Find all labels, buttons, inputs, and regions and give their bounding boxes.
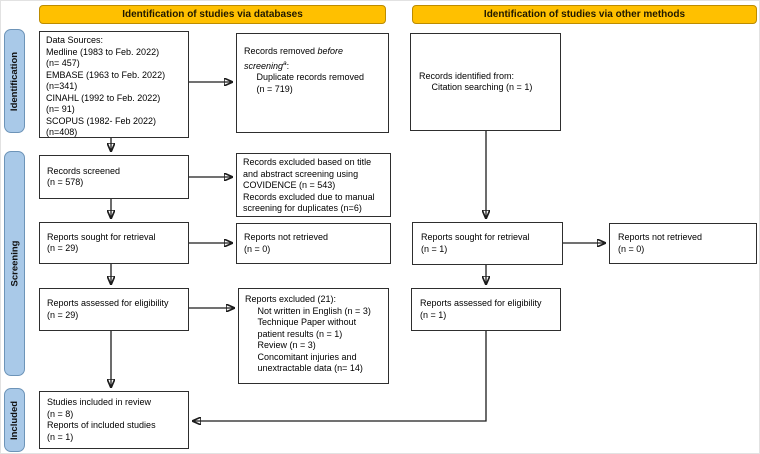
box-text-line: COVIDENCE (n = 543) (243, 180, 336, 190)
box-data-sources: Data Sources:Medline (1983 to Feb. 2022)… (39, 31, 189, 138)
header-other-methods: Identification of studies via other meth… (412, 5, 757, 24)
box-text-line: EMBASE (1963 to Feb. 2022) (46, 69, 166, 80)
box-text-line: (n= 91) (46, 104, 75, 114)
box-reports-excluded: Reports excluded (21): Not written in En… (238, 288, 389, 384)
sidebar-stage-identification-label: Identification (9, 51, 20, 111)
box-text-line: Data Sources: (46, 35, 104, 45)
box-text-line: Reports sought for retrieval (47, 231, 156, 242)
box-reports-assessed-databases: Reports assessed for eligibility(n = 29) (39, 288, 189, 331)
footnote-marker: a (283, 59, 287, 67)
box-records-identified-citation: Records identified from: Citation search… (410, 33, 561, 131)
box-text-line: patient results (n = 1) (245, 328, 343, 339)
box-text-line: and abstract screening using (243, 168, 359, 179)
box-text-line: (n = 29) (47, 309, 79, 320)
sidebar-stage-screening: Screening (4, 151, 25, 376)
box-text-line: Duplicate records removed (244, 72, 365, 82)
box-records-screened: Records screened(n = 578) (39, 155, 189, 199)
box-text-line: (n = 578) (47, 177, 84, 187)
box-text-line: (n = 8) (47, 408, 74, 419)
records-removed-details: Duplicate records removed (n = 719) (244, 72, 382, 95)
box-text-line: Reports excluded (21): (245, 294, 337, 304)
box-text-line: Reports assessed for eligibility (420, 298, 542, 308)
sidebar-stage-included-label: Included (9, 400, 20, 440)
records-removed-title: Records removed before screeninga: (244, 46, 346, 71)
box-reports-not-retrieved-databases: Reports not retrieved(n = 0) (236, 223, 391, 264)
box-text-line: (n = 0) (618, 243, 645, 254)
box-text-line: Records identified from: (419, 70, 515, 81)
box-text-line: Reports of included studies (47, 420, 156, 430)
box-text-line: Not written in English (n = 3) (245, 305, 371, 316)
box-studies-included: Studies included in review(n = 8)Reports… (39, 391, 189, 449)
box-text-line: SCOPUS (1982- Feb 2022) (46, 115, 157, 126)
box-text-line: Review (n = 3) (245, 340, 316, 350)
box-text-line: (n = 1) (47, 431, 74, 442)
box-text-line: unextractable data (n= 14) (245, 363, 363, 373)
box-text-line: Records excluded based on title (243, 157, 372, 167)
box-text-line: (n= 457) (46, 58, 80, 68)
box-records-removed: Records removed before screeninga: Dupli… (236, 33, 389, 133)
box-reports-assessed-other: Reports assessed for eligibility(n = 1) (411, 288, 561, 331)
box-reports-not-retrieved-other: Reports not retrieved(n = 0) (609, 223, 757, 264)
box-text-line: Records screened (47, 165, 121, 176)
box-text-line: (n = 719) (244, 83, 293, 94)
box-text-line: (n=408) (46, 127, 78, 137)
sidebar-stage-screening-label: Screening (9, 240, 20, 287)
box-text-line: (n = 1) (420, 309, 447, 320)
box-text-line: Records excluded due to manual (243, 191, 375, 202)
box-text-line: Studies included in review (47, 397, 152, 407)
box-text-line: Reports sought for retrieval (421, 232, 530, 242)
box-text-line: (n = 1) (421, 243, 448, 254)
box-text-line: Medline (1983 to Feb. 2022) (46, 46, 160, 57)
header-other-methods-label: Identification of studies via other meth… (483, 9, 686, 20)
box-reports-sought-other: Reports sought for retrieval(n = 1) (412, 222, 563, 265)
box-text-line: CINAHL (1992 to Feb. 2022) (46, 92, 161, 103)
header-databases: Identification of studies via databases (39, 5, 386, 24)
box-text-line: Reports not retrieved (618, 232, 703, 242)
box-reports-sought-databases: Reports sought for retrieval(n = 29) (39, 222, 189, 264)
box-text-line: screening for duplicates (n=6) (243, 203, 362, 213)
box-text-line: (n = 29) (47, 243, 79, 253)
box-text-line: Concomitant injuries and (245, 351, 357, 362)
box-text-line: Reports assessed for eligibility (47, 298, 169, 308)
sidebar-stage-included: Included (4, 388, 25, 452)
header-databases-label: Identification of studies via databases (122, 9, 303, 20)
box-text-line: Reports not retrieved (244, 232, 329, 242)
box-text-line: (n=341) (46, 81, 78, 91)
box-text-line: Citation searching (n = 1) (419, 82, 533, 92)
box-text-line: Technique Paper without (245, 317, 357, 327)
box-text-line: (n = 0) (244, 243, 271, 254)
sidebar-stage-identification: Identification (4, 29, 25, 133)
